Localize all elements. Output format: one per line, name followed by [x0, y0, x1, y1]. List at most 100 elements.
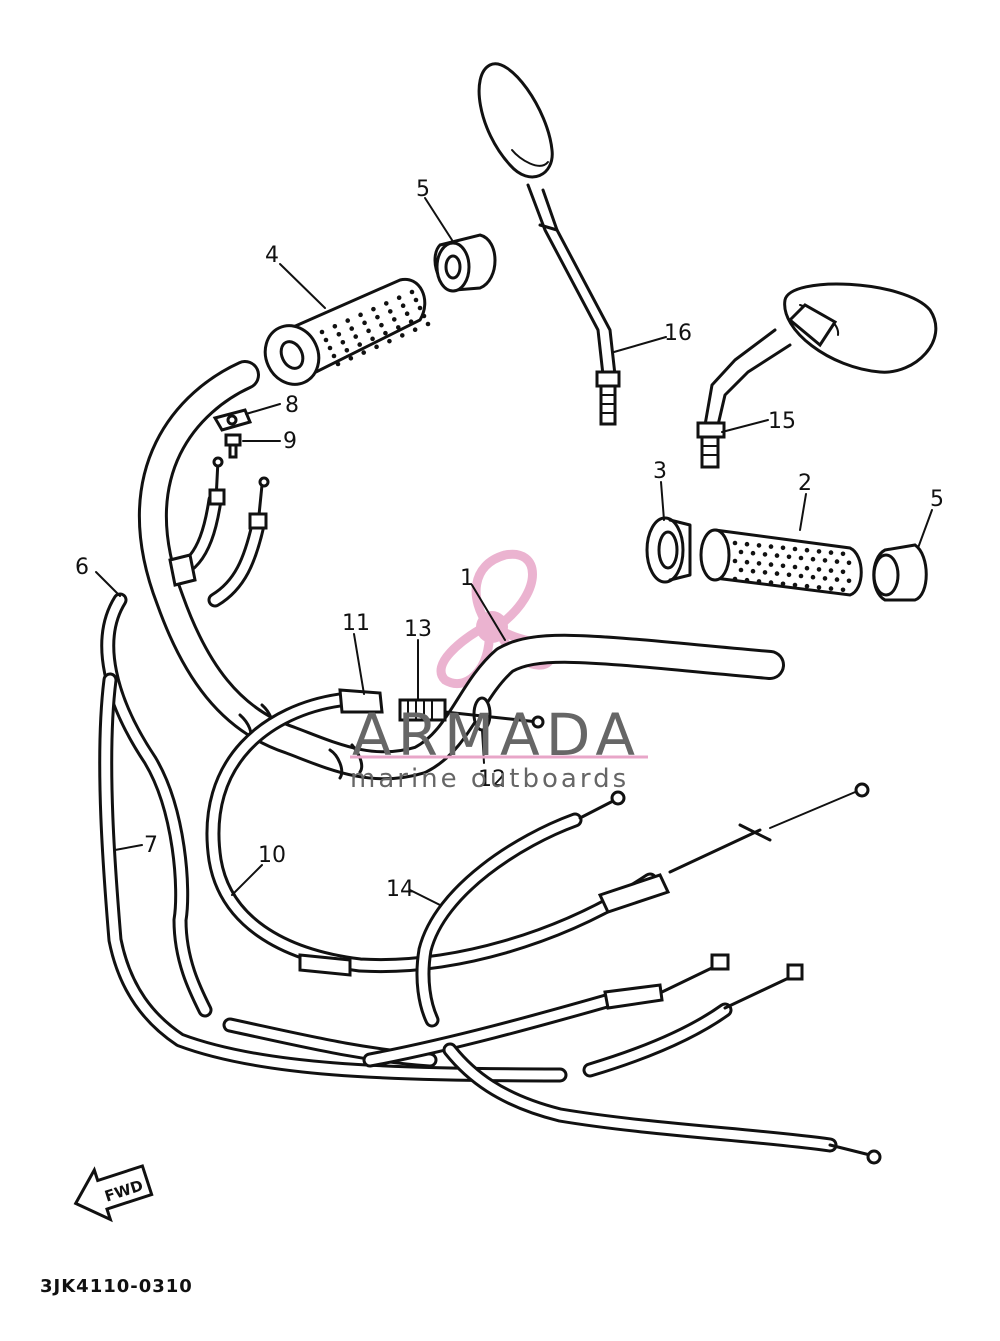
grip-texture-dot — [798, 555, 804, 561]
callout-2: 2 — [798, 471, 812, 496]
grip-texture-dot — [413, 297, 419, 303]
grip-texture-dot — [353, 334, 359, 339]
callout-11: 11 — [342, 611, 370, 636]
grip-texture-dot — [332, 323, 338, 329]
callout-1: 1 — [460, 566, 474, 591]
grip-texture-dot — [417, 305, 423, 311]
grip-texture-dot — [780, 545, 786, 551]
end-cap-right — [872, 543, 928, 602]
grip-texture-dot — [774, 571, 780, 576]
grip-texture-dot — [816, 585, 822, 590]
grip-texture-dot — [840, 587, 846, 593]
mirror-left — [696, 282, 938, 469]
watermark-title: ARMADA — [352, 701, 641, 769]
callout-7: 7 — [144, 833, 158, 858]
callout-9: 9 — [283, 429, 297, 454]
callout-5-top: 5 — [416, 177, 430, 202]
grip-texture-dot — [804, 583, 810, 589]
grip-texture-dot — [399, 333, 405, 338]
grip-texture-dot — [798, 573, 804, 579]
grip-texture-dot — [768, 562, 774, 567]
grip-texture-dot — [780, 563, 786, 569]
adjuster — [398, 696, 545, 732]
grip-texture-dot — [822, 558, 828, 563]
grip-texture-dot — [738, 549, 744, 555]
grip-texture-dot — [828, 586, 834, 591]
grip-texture-dot — [345, 318, 351, 323]
grip-texture-dot — [762, 570, 768, 575]
grip-texture-dot — [822, 576, 828, 581]
grip-texture-dot — [828, 568, 834, 573]
grip-texture-dot — [383, 301, 389, 306]
grip-texture-dot — [319, 329, 325, 335]
grip-texture-dot — [738, 567, 744, 573]
grip-texture-dot — [335, 361, 341, 367]
grip-texture-dot — [348, 355, 354, 361]
grip-texture-dot — [396, 295, 402, 301]
grip-texture-dot — [340, 339, 346, 345]
grip-texture-dot — [344, 347, 350, 353]
grip-texture-dot — [834, 577, 840, 582]
grip-texture-dot — [804, 565, 810, 571]
grip-left — [263, 277, 431, 386]
grip-texture-dot — [756, 579, 762, 584]
throttle-cables — [168, 456, 270, 608]
grip-texture-dot — [370, 336, 375, 342]
callout-13: 13 — [404, 617, 432, 642]
grip-texture-dot — [780, 581, 786, 587]
grip-texture-dot — [362, 320, 367, 326]
clutch-cable — [205, 688, 870, 977]
grip-texture-dot — [336, 331, 342, 337]
grip-texture-dot — [409, 289, 415, 295]
grip-texture-dot — [379, 322, 384, 328]
throttle-collar — [645, 516, 692, 584]
grip-texture-dot — [375, 314, 380, 320]
grip-texture-dot — [744, 577, 750, 583]
grip-texture-dot — [846, 560, 852, 566]
grip-right — [699, 528, 863, 597]
grip-texture-dot — [357, 342, 363, 347]
grip-texture-dot — [756, 543, 762, 548]
grip-texture-dot — [358, 312, 363, 318]
grip-texture-dot — [804, 547, 810, 553]
grip-texture-dot — [400, 303, 406, 309]
grip-texture-dot — [349, 326, 355, 331]
grip-texture-dot — [361, 350, 367, 355]
grip-texture-dot — [840, 551, 846, 557]
grip-texture-dot — [404, 311, 410, 317]
grip-texture-dot — [786, 572, 792, 578]
grip-texture-dot — [750, 568, 756, 574]
part-code: 3JK4110-0310 — [40, 1276, 193, 1297]
grip-texture-dot — [421, 313, 427, 319]
grip-texture-dot — [816, 567, 822, 572]
grip-texture-dot — [834, 559, 840, 564]
grip-texture-dot — [732, 576, 738, 582]
callout-8: 8 — [285, 393, 299, 418]
grip-texture-dot — [327, 345, 333, 351]
grip-texture-dot — [786, 554, 792, 560]
callout-16: 16 — [664, 321, 692, 346]
grip-texture-dot — [374, 344, 379, 350]
grip-texture-dot — [828, 550, 834, 555]
grip-texture-dot — [371, 306, 376, 312]
grip-texture-dot — [744, 541, 750, 547]
callout-10: 10 — [258, 843, 286, 868]
callout-6: 6 — [75, 555, 89, 580]
screw — [224, 433, 242, 459]
grip-texture-dot — [792, 546, 798, 552]
watermark-subtitle: marine outboards — [350, 764, 629, 794]
grip-texture-dot — [840, 569, 846, 575]
lower-cables — [362, 953, 882, 1165]
grip-texture-dot — [792, 582, 798, 588]
mirror-right — [477, 62, 621, 426]
grip-texture-dot — [774, 553, 780, 558]
callout-labels: 1 2 3 4 5 5 6 7 8 9 10 11 12 13 14 15 16 — [75, 177, 944, 902]
grip-texture-dot — [732, 558, 738, 564]
cable-14 — [415, 790, 626, 1028]
grip-texture-dot — [744, 559, 750, 565]
grip-texture-dot — [810, 556, 816, 562]
end-cap-left — [433, 233, 497, 293]
grip-texture-dot — [756, 561, 762, 566]
grip-texture-dot — [425, 321, 431, 327]
